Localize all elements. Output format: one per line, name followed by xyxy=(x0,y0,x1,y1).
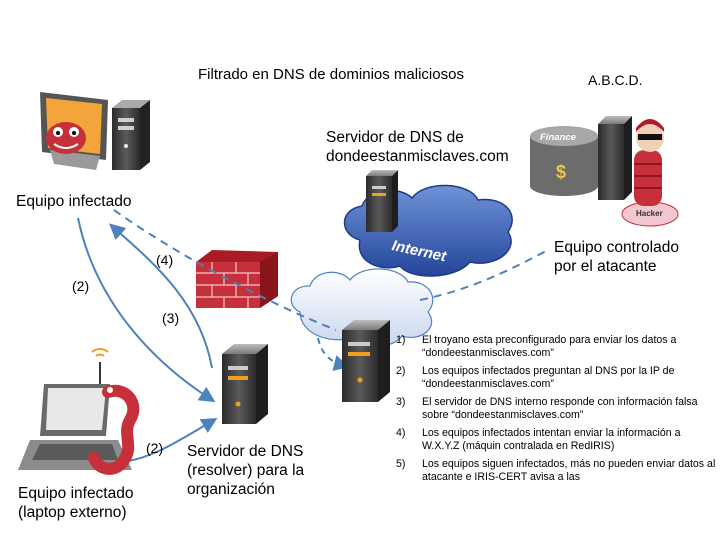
step-number: 4) xyxy=(396,427,406,439)
arrow-dashed-to-attacker xyxy=(419,249,549,301)
attacker-label: Equipo controlado por el atacante xyxy=(554,238,679,276)
attacker-label-line1: Equipo controlado xyxy=(554,239,679,256)
external-dns-label-line2: dondeestanmisclaves.com xyxy=(326,148,509,165)
external-dns-label-line1: Servidor de DNS de xyxy=(326,129,464,146)
infected-laptop-icon xyxy=(18,348,140,475)
infected-desktop-icon xyxy=(40,92,150,170)
arrow-step2-left xyxy=(77,217,216,403)
laptop-label-line2: (laptop externo) xyxy=(18,504,127,521)
steps-list: 1) El troyano esta preconfigurado para en… xyxy=(396,334,716,489)
finance-label: Finance xyxy=(540,132,577,143)
external-dns-label: Servidor de DNS de dondeestanmisclaves.c… xyxy=(326,128,509,166)
sinkhole-server-icon xyxy=(342,320,390,402)
step-item: 5) Los equipos siguen infectados, más no … xyxy=(396,458,716,484)
step-label-2-left: (2) xyxy=(72,278,90,294)
infected-pc-label: Equipo infectado xyxy=(16,193,132,210)
step-number: 3) xyxy=(396,396,406,408)
laptop-label: Equipo infectado (laptop externo) xyxy=(18,484,133,522)
step-label-3: (3) xyxy=(162,310,180,326)
step-text: El troyano esta preconfigurado para envi… xyxy=(422,334,677,359)
attacker-label-line2: por el atacante xyxy=(554,258,657,275)
dollar-label: $ xyxy=(556,162,566,182)
resolver-label: Servidor de DNS (resolver) para la organ… xyxy=(187,442,304,499)
step-label-4: (4) xyxy=(156,252,174,268)
arrow-step3 xyxy=(109,223,213,369)
hacker-label: Hacker xyxy=(636,209,663,218)
step-item: 2) Los equipos infectados preguntan al DN… xyxy=(396,365,716,391)
step-text: Los equipos siguen infectados, más no pu… xyxy=(422,458,716,483)
resolver-server-icon xyxy=(222,344,268,424)
resolver-label-line1: Servidor de DNS xyxy=(187,443,304,460)
step-number: 5) xyxy=(396,458,406,470)
step-text: Los equipos infectados intentan enviar l… xyxy=(422,427,681,452)
worm-icon xyxy=(88,384,140,475)
step-text: Los equipos infectados preguntan al DNS … xyxy=(422,365,675,390)
attacker-ip-label: A.B.C.D. xyxy=(588,72,643,88)
step-item: 4) Los equipos infectados intentan enviar… xyxy=(396,427,716,453)
step-text: El servidor de DNS interno responde con … xyxy=(422,396,698,421)
flow-arrows xyxy=(77,209,549,463)
resolver-label-line2: (resolver) para la xyxy=(187,462,305,479)
step-item: 3) El servidor de DNS interno responde co… xyxy=(396,396,716,422)
external-dns-server-icon xyxy=(366,170,398,232)
firewall-icon xyxy=(196,250,278,308)
step-number: 1) xyxy=(396,334,406,346)
step-item: 1) El troyano esta preconfigurado para en… xyxy=(396,334,716,360)
diagram-title: Filtrado en DNS de dominios maliciosos xyxy=(198,66,464,83)
step-label-2-bottom: (2) xyxy=(146,440,164,456)
step-number: 2) xyxy=(396,365,406,377)
laptop-label-line1: Equipo infectado xyxy=(18,485,134,502)
resolver-label-line3: organización xyxy=(187,481,275,498)
arrow-step4-dashed-lower xyxy=(317,337,350,371)
malware-monster-icon xyxy=(46,122,86,154)
hacker-icon: Hacker xyxy=(621,119,679,227)
attacker-server-icon xyxy=(598,116,632,200)
finance-database-icon: Finance $ xyxy=(530,126,598,196)
